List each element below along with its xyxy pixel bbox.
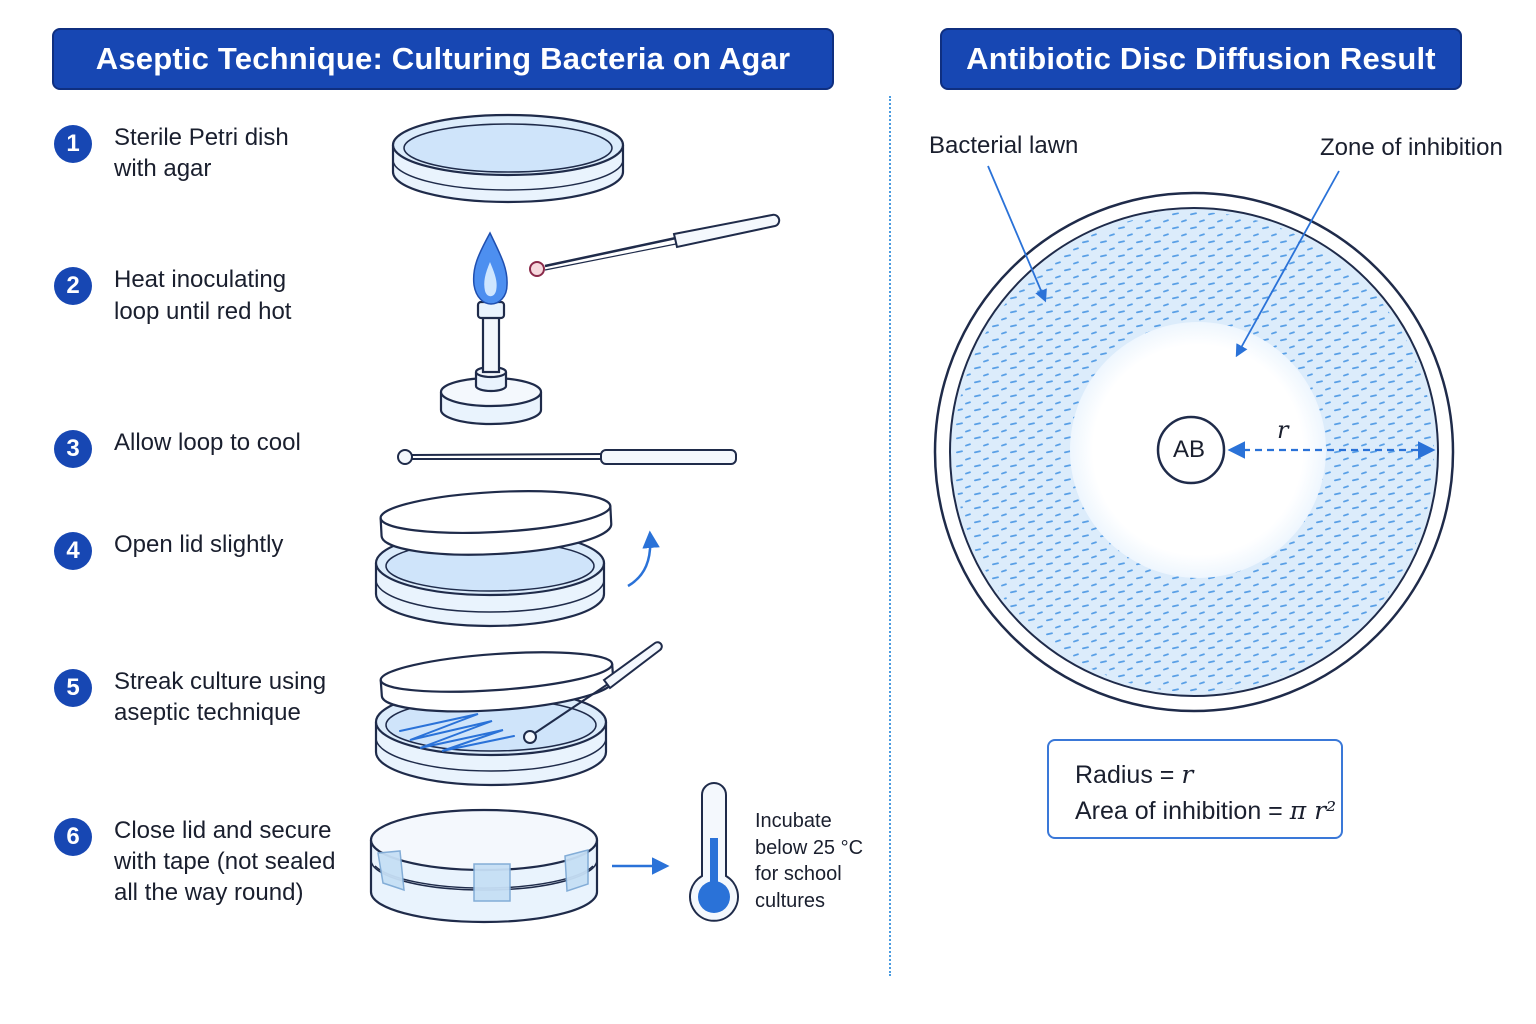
inoculating-loop-cool-icon (397, 449, 737, 465)
result-title: Antibiotic Disc Diffusion Result (940, 28, 1462, 90)
area-line: Area of inhibition = π r² (1075, 796, 1337, 825)
step-4: 4 Open lid slightly (54, 531, 284, 570)
step-6-text: Close lid and secure with tape (not seal… (114, 817, 336, 906)
bunsen-burner-icon (439, 300, 543, 426)
petri-dish-icon (391, 113, 625, 204)
agar-plate-result (933, 191, 1455, 713)
step-6-badge: 6 (54, 818, 92, 856)
procedure-title: Aseptic Technique: Culturing Bacteria on… (52, 28, 834, 90)
radius-symbol: r (1277, 416, 1289, 444)
step-3-text: Allow loop to cool (114, 429, 301, 456)
streak-loop-icon (523, 641, 663, 744)
step-2-text: Heat inoculating loop until red hot (114, 266, 292, 325)
step-3: 3 Allow loop to cool (54, 429, 301, 468)
area-formula-box: Radius = r Area of inhibition = π r² (1047, 739, 1343, 839)
tape-strips-icon (377, 849, 589, 902)
step-5-text: Streak culture using aseptic technique (114, 668, 327, 726)
step-3-badge: 3 (54, 430, 92, 468)
incubate-note: Incubate below 25 °C for school cultures (755, 810, 864, 912)
zone-of-inhibition-label: Zone of inhibition (1320, 134, 1503, 161)
step-5-badge: 5 (54, 669, 92, 707)
step-6: 6 Close lid and secure with tape (not se… (54, 817, 336, 908)
inoculating-loop-hot-icon (529, 213, 781, 277)
step-1: 1 Sterile Petri dish with agar (54, 124, 289, 184)
zone-pointer (1235, 170, 1340, 358)
streak-lines-icon (399, 713, 515, 752)
panel-divider (889, 96, 891, 976)
step-5: 5 Streak culture using aseptic technique (54, 668, 327, 728)
disc-label: AB (1173, 436, 1206, 463)
petri-dish-open-lid-icon (374, 490, 613, 628)
step-4-badge: 4 (54, 532, 92, 570)
step-2: 2 Heat inoculating loop until red hot (54, 266, 292, 328)
lift-arrow-icon (627, 530, 660, 588)
thermometer-icon (689, 782, 739, 922)
radius-line: Radius = r (1075, 760, 1194, 789)
lawn-pointer (987, 165, 1047, 303)
antibiotic-disc (1156, 415, 1226, 485)
bacterial-lawn-label: Bacterial lawn (929, 132, 1079, 159)
step-1-badge: 1 (54, 125, 92, 163)
step-1-text: Sterile Petri dish with agar (114, 124, 289, 182)
step-2-badge: 2 (54, 267, 92, 305)
flame-icon (472, 231, 508, 305)
step-4-text: Open lid slightly (114, 531, 284, 558)
petri-dish-streak-icon (374, 651, 615, 787)
